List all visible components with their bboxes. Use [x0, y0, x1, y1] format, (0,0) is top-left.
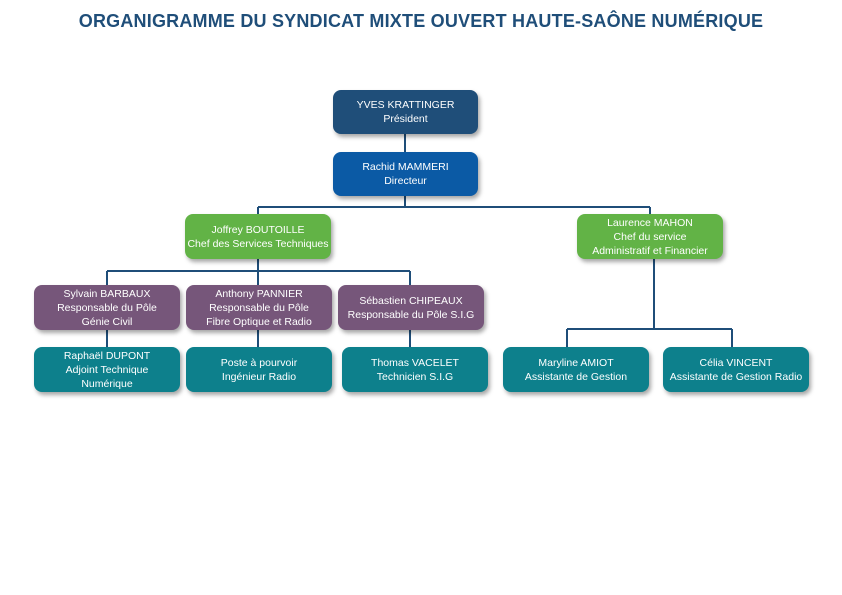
node-staff-vacant: Poste à pourvoir Ingénieur Radio [186, 347, 332, 392]
pole-civil-name: Sylvain BARBAUX [63, 287, 151, 300]
staff-vacelet-name: Thomas VACELET [371, 356, 459, 369]
pole-fibre-role-1: Responsable du Pôle [209, 301, 309, 314]
pole-fibre-name: Anthony PANNIER [215, 287, 303, 300]
node-technical-head: Joffrey BOUTOILLE Chef des Services Tech… [185, 214, 331, 259]
node-director: Rachid MAMMERI Directeur [333, 152, 478, 196]
staff-vacant-line-2: Ingénieur Radio [221, 370, 297, 383]
node-staff-vacelet: Thomas VACELET Technicien S.I.G [342, 347, 488, 392]
chart-title: ORGANIGRAMME DU SYNDICAT MIXTE OUVERT HA… [78, 11, 764, 31]
technical-head-role: Chef des Services Techniques [187, 237, 329, 250]
node-pole-civil: Sylvain BARBAUX Responsable du Pôle Géni… [34, 285, 180, 330]
president-role: Président [383, 113, 428, 125]
pole-fibre-role-2: Fibre Optique et Radio [206, 315, 312, 328]
node-staff-amiot: Maryline AMIOT Assistante de Gestion [503, 347, 649, 392]
staff-amiot-name: Maryline AMIOT [538, 356, 614, 369]
admin-head-role-2: Administratif et Financier [592, 244, 708, 257]
node-pole-fibre: Anthony PANNIER Responsable du Pôle Fibr… [186, 285, 332, 330]
admin-head-role-1: Chef du service [613, 230, 687, 243]
president-name: YVES KRATTINGER [356, 99, 455, 111]
node-pole-sig: Sébastien CHIPEAUX Responsable du Pôle S… [338, 285, 484, 330]
pole-sig-name: Sébastien CHIPEAUX [359, 294, 463, 307]
director-role: Directeur [384, 175, 427, 187]
node-admin-head: Laurence MAHON Chef du service Administr… [577, 214, 723, 259]
staff-dupont-role-2: Numérique [81, 377, 133, 390]
node-staff-dupont: Raphaël DUPONT Adjoint Technique Numériq… [34, 347, 180, 392]
staff-dupont-name: Raphaël DUPONT [63, 349, 151, 362]
staff-dupont-role-1: Adjoint Technique [65, 363, 149, 376]
technical-head-name: Joffrey BOUTOILLE [211, 223, 305, 236]
director-name: Rachid MAMMERI [362, 161, 449, 173]
pole-civil-role-2: Génie Civil [81, 315, 133, 328]
staff-vincent-role: Assistante de Gestion Radio [669, 370, 803, 383]
staff-amiot-role: Assistante de Gestion [524, 370, 628, 383]
staff-vacant-line-1: Poste à pourvoir [220, 356, 298, 369]
node-president: YVES KRATTINGER Président [333, 90, 478, 134]
node-staff-vincent: Célia VINCENT Assistante de Gestion Radi… [663, 347, 809, 392]
pole-civil-role-1: Responsable du Pôle [57, 301, 157, 314]
staff-vacelet-role: Technicien S.I.G [376, 370, 454, 383]
pole-sig-role: Responsable du Pôle S.I.G [347, 308, 475, 321]
admin-head-name: Laurence MAHON [607, 216, 693, 229]
staff-vincent-name: Célia VINCENT [699, 356, 773, 369]
